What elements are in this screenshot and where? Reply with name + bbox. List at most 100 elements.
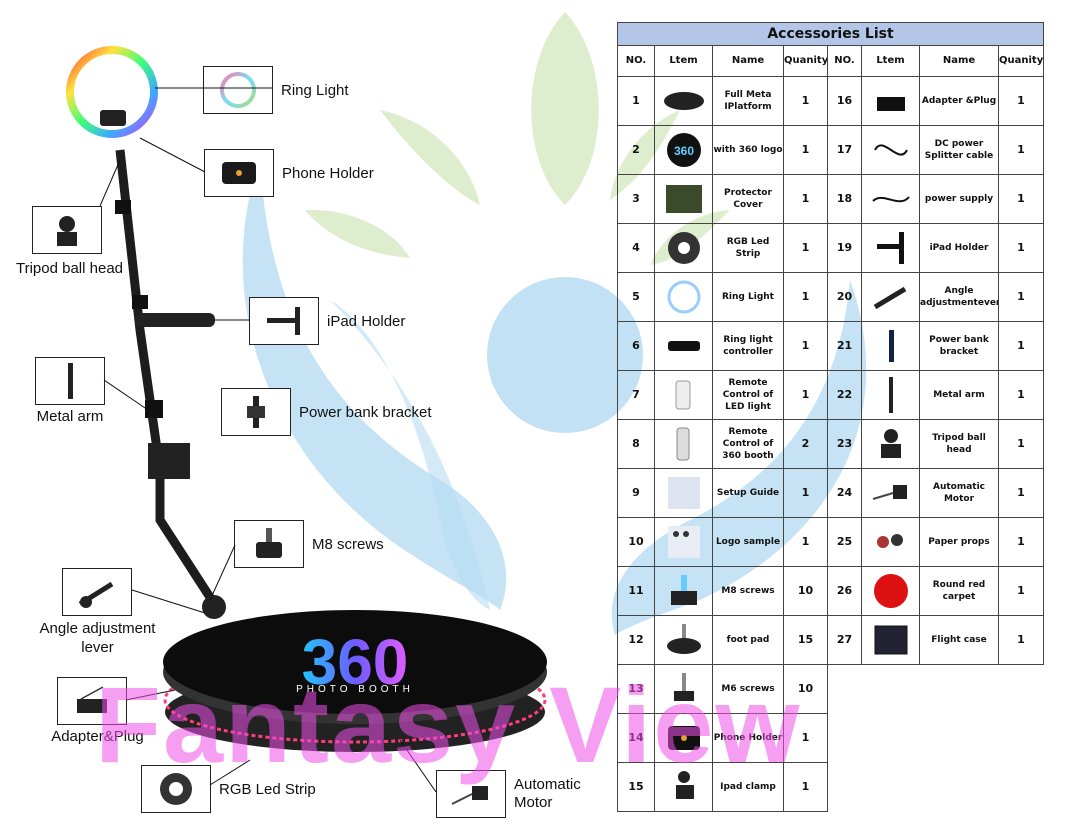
table-header-cell: Quanity bbox=[783, 45, 828, 77]
item-quantity: 15 bbox=[783, 615, 828, 665]
item-name: Ipad clamp bbox=[712, 762, 784, 812]
motor-icon bbox=[861, 468, 920, 518]
led-strip-icon bbox=[654, 223, 713, 273]
platform-icon bbox=[654, 76, 713, 126]
item-quantity: 1 bbox=[998, 517, 1044, 567]
ipad-holder-thumb bbox=[249, 297, 319, 345]
guide-icon bbox=[654, 468, 713, 518]
adapter-icon bbox=[861, 76, 920, 126]
item-name: DC power Splitter cable bbox=[919, 125, 999, 175]
phone-holder-icon bbox=[654, 713, 713, 763]
callout-label-line1: Automatic bbox=[514, 776, 581, 793]
platform-logo: 360 bbox=[302, 626, 409, 698]
item-number: 5 bbox=[617, 272, 655, 322]
item-number: 25 bbox=[827, 517, 862, 567]
logo-360-icon: 360 bbox=[654, 125, 713, 175]
callout-label-line1: Angle adjustment bbox=[39, 620, 156, 637]
item-name: Phone Holder bbox=[712, 713, 784, 763]
angle-lever-thumb bbox=[62, 568, 132, 616]
item-quantity: 1 bbox=[998, 566, 1044, 616]
ipad-holder-bar bbox=[135, 313, 215, 327]
pole-joint bbox=[132, 295, 148, 309]
cable-icon bbox=[861, 125, 920, 175]
item-number: 15 bbox=[617, 762, 655, 812]
table-header-cell: Quanity bbox=[998, 45, 1044, 77]
pole-joint bbox=[115, 200, 131, 214]
table-header-cell: Ltem bbox=[654, 45, 713, 77]
item-quantity: 1 bbox=[783, 272, 828, 322]
callout-metal-arm: Metal arm bbox=[36, 408, 104, 425]
item-number: 23 bbox=[827, 419, 862, 469]
item-number: 14 bbox=[617, 713, 655, 763]
callout-automatic-motor: Automatic Motor bbox=[436, 770, 581, 818]
callout-label-line2: lever bbox=[81, 639, 114, 656]
foot-pad-icon bbox=[654, 615, 713, 665]
item-name: with 360 logo bbox=[712, 125, 784, 175]
callout-connectors bbox=[99, 87, 437, 793]
item-name: Ring light controller bbox=[712, 321, 784, 371]
metal-arm-icon bbox=[861, 370, 920, 420]
item-quantity: 1 bbox=[998, 125, 1044, 175]
item-quantity: 1 bbox=[783, 370, 828, 420]
item-name: Round red carpet bbox=[919, 566, 999, 616]
remote-booth-icon bbox=[654, 419, 713, 469]
callout-label: iPad Holder bbox=[327, 312, 406, 330]
item-number: 16 bbox=[827, 76, 862, 126]
item-number: 18 bbox=[827, 174, 862, 224]
item-name: iPad Holder bbox=[919, 223, 999, 273]
item-name: Protector Cover bbox=[712, 174, 784, 224]
item-number: 26 bbox=[827, 566, 862, 616]
item-name: Angle adjustmentever bbox=[919, 272, 999, 322]
item-number: 11 bbox=[617, 566, 655, 616]
item-quantity: 1 bbox=[998, 615, 1044, 665]
table-header-cell: Ltem bbox=[861, 45, 920, 77]
item-quantity: 1 bbox=[783, 125, 828, 175]
callout-label: RGB Led Strip bbox=[219, 780, 316, 798]
platform-top bbox=[163, 610, 547, 714]
item-name: foot pad bbox=[712, 615, 784, 665]
flight-case-icon bbox=[861, 615, 920, 665]
item-quantity: 1 bbox=[783, 76, 828, 126]
tripod-ball-head-thumb bbox=[32, 206, 102, 254]
leaf-shape bbox=[305, 209, 410, 258]
item-name: M6 screws bbox=[712, 664, 784, 714]
callout-ring-light: Ring Light bbox=[203, 66, 349, 114]
props-icon bbox=[861, 517, 920, 567]
callout-label: Phone Holder bbox=[282, 164, 374, 182]
callout-tripod-ball-head: Tripod ball head bbox=[15, 260, 123, 277]
item-name: Setup Guide bbox=[712, 468, 784, 518]
item-quantity: 1 bbox=[783, 468, 828, 518]
item-name: Logo sample bbox=[712, 517, 784, 567]
item-quantity: 1 bbox=[998, 321, 1044, 371]
table-header-cell: NO. bbox=[827, 45, 862, 77]
table-header-cell: Name bbox=[919, 45, 999, 77]
callout-rgb-led-strip: RGB Led Strip bbox=[141, 765, 316, 813]
item-name: Ring Light bbox=[712, 272, 784, 322]
item-quantity: 1 bbox=[998, 223, 1044, 273]
item-name: Metal arm bbox=[919, 370, 999, 420]
item-number: 1 bbox=[617, 76, 655, 126]
item-name: Paper props bbox=[919, 517, 999, 567]
table-header-cell: Name bbox=[712, 45, 784, 77]
item-name: M8 screws bbox=[712, 566, 784, 616]
angle-lever-icon bbox=[861, 272, 920, 322]
m6-screw-icon bbox=[654, 664, 713, 714]
cover-icon bbox=[654, 174, 713, 224]
m8-screw-icon bbox=[654, 566, 713, 616]
bracket-icon bbox=[861, 321, 920, 371]
item-quantity: 2 bbox=[783, 419, 828, 469]
item-number: 24 bbox=[827, 468, 862, 518]
item-name: Remote Control of 360 booth bbox=[712, 419, 784, 469]
callout-ipad-holder: iPad Holder bbox=[249, 297, 405, 345]
item-quantity: 10 bbox=[783, 664, 828, 714]
item-quantity: 1 bbox=[783, 713, 828, 763]
adapter-thumb bbox=[57, 677, 127, 725]
watermark: Fantasy View bbox=[95, 664, 802, 785]
item-quantity: 1 bbox=[783, 762, 828, 812]
